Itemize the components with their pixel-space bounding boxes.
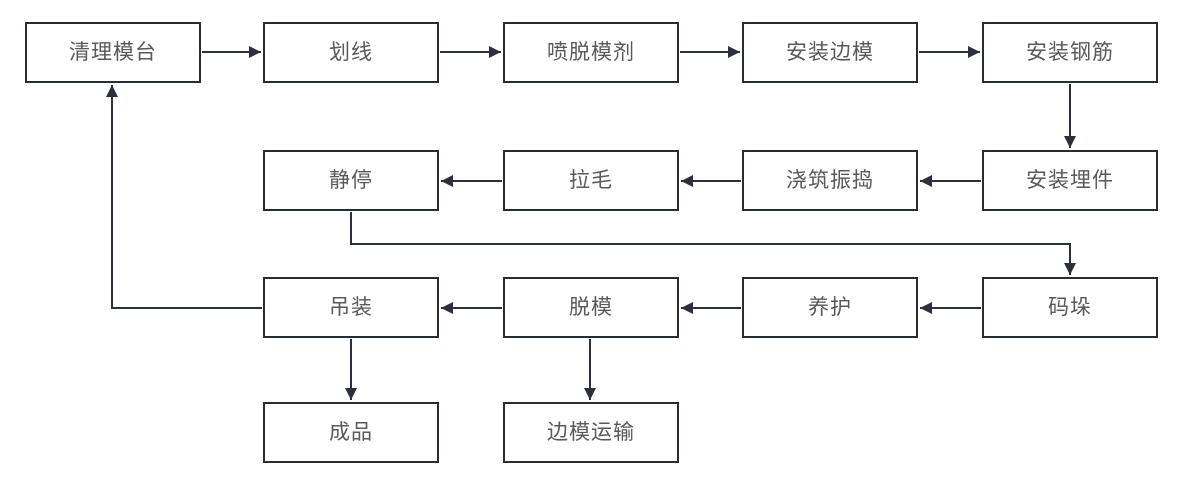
flow-node-label-finished-product: 成品 [329, 421, 373, 444]
flow-node-marking: 划线 [263, 22, 439, 83]
flow-node-clean-mold-table: 清理模台 [25, 22, 201, 83]
flow-node-surface-roughening: 拉毛 [503, 150, 679, 211]
flow-node-side-form-transport: 边模运输 [503, 402, 679, 463]
flow-node-label-static-rest: 静停 [329, 169, 373, 192]
flow-node-label-demolding: 脱模 [569, 296, 613, 319]
flow-node-pour-and-vibrate: 浇筑振捣 [742, 150, 918, 211]
flow-node-label-hoisting: 吊装 [329, 296, 373, 319]
flow-node-label-surface-roughening: 拉毛 [569, 169, 613, 192]
flow-node-spray-release-agent: 喷脱模剂 [503, 22, 679, 83]
flow-node-hoisting: 吊装 [263, 277, 439, 338]
flow-node-label-stacking: 码垛 [1048, 296, 1092, 319]
edge-hoisting-to-clean-mold-table [106, 85, 262, 309]
flow-node-label-marking: 划线 [329, 41, 373, 64]
flow-node-finished-product: 成品 [263, 402, 439, 463]
edge-static-rest-to-stacking [350, 212, 1076, 275]
flow-node-stacking: 码垛 [982, 277, 1158, 338]
flow-node-label-install-side-forms: 安装边模 [786, 41, 874, 64]
flow-node-install-side-forms: 安装边模 [742, 22, 918, 83]
flow-node-label-install-embedded-parts: 安装埋件 [1026, 169, 1114, 192]
flow-node-static-rest: 静停 [263, 150, 439, 211]
flow-node-label-side-form-transport: 边模运输 [547, 421, 635, 444]
flow-node-demolding: 脱模 [503, 277, 679, 338]
flow-node-label-clean-mold-table: 清理模台 [69, 41, 157, 64]
flow-node-label-spray-release-agent: 喷脱模剂 [547, 41, 635, 64]
flow-node-curing: 养护 [742, 277, 918, 338]
flow-node-install-embedded-parts: 安装埋件 [982, 150, 1158, 211]
flow-node-label-install-rebar: 安装钢筋 [1026, 41, 1114, 64]
flow-node-install-rebar: 安装钢筋 [982, 22, 1158, 83]
flow-node-label-pour-and-vibrate: 浇筑振捣 [786, 169, 874, 192]
flow-node-label-curing: 养护 [808, 296, 852, 319]
